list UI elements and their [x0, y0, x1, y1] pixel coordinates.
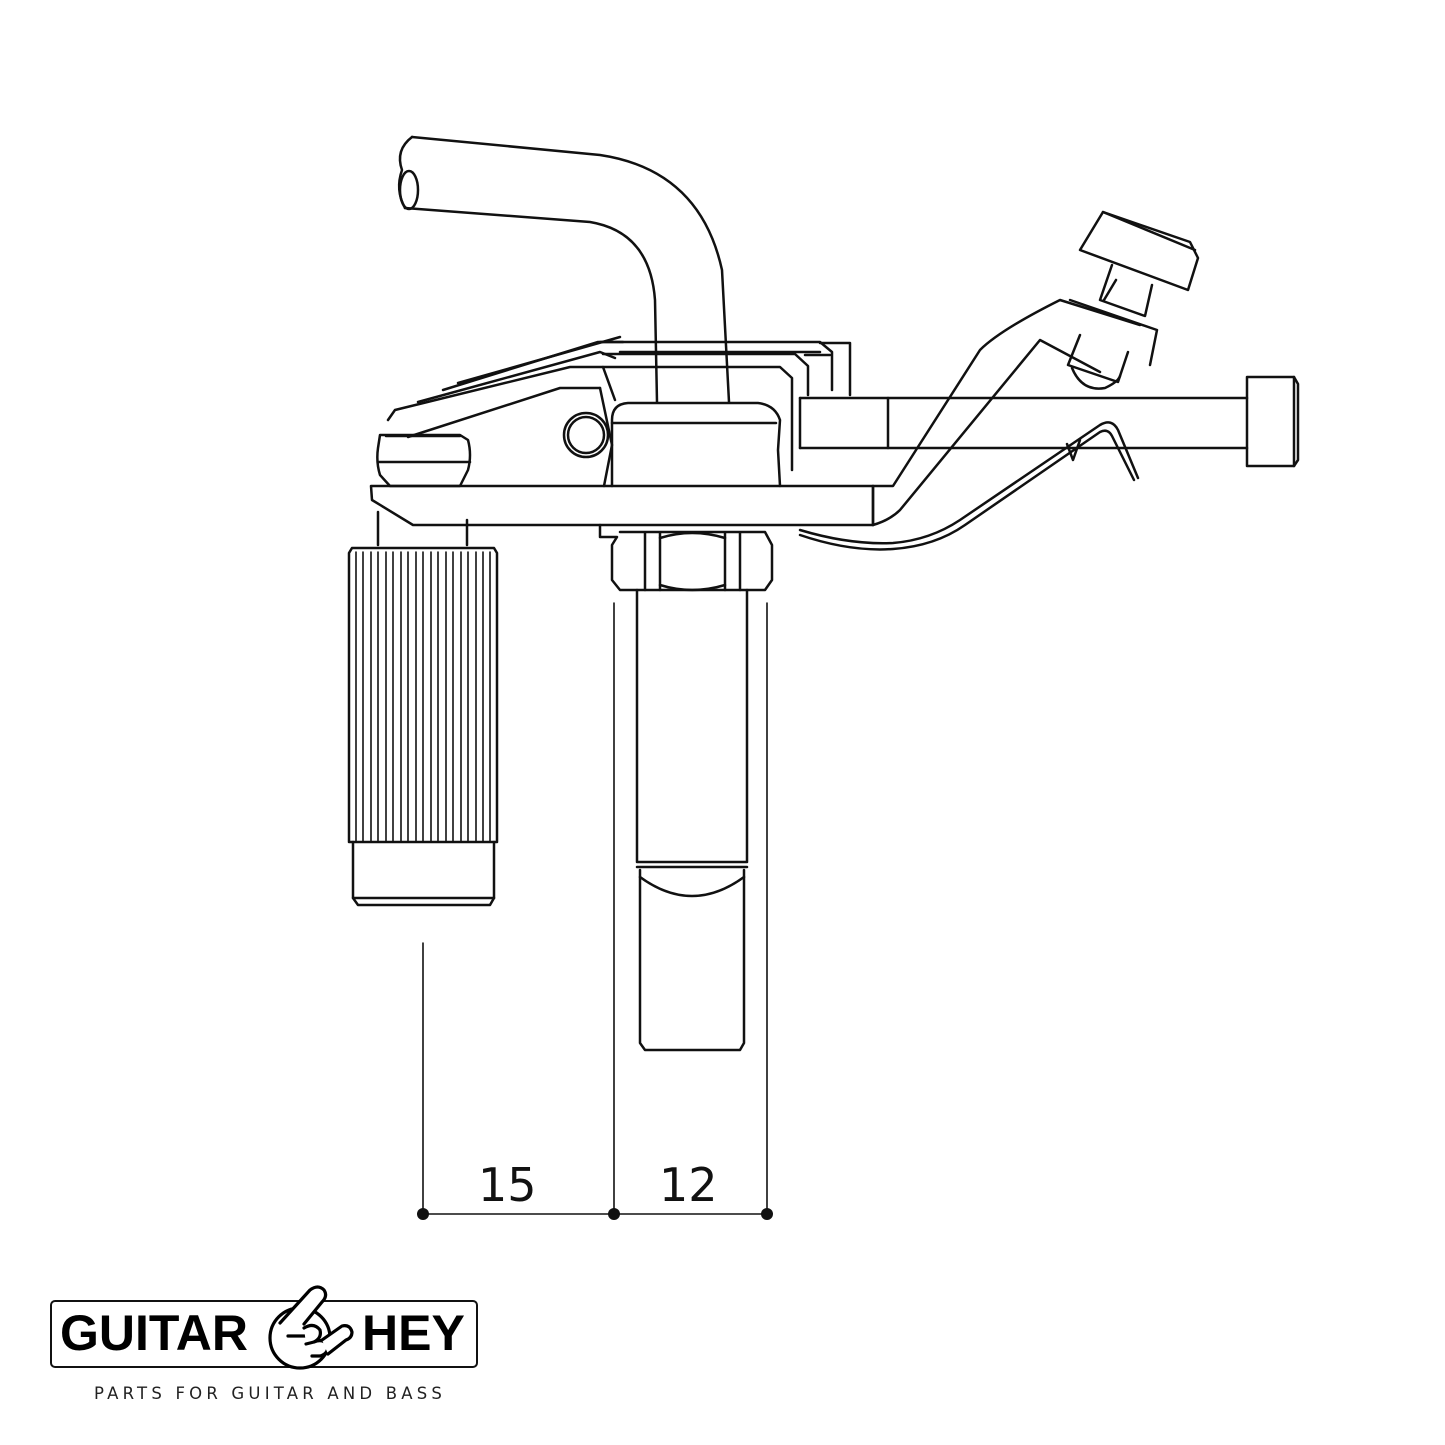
- saddle-plates: [386, 335, 852, 472]
- dimension-endpoints: [417, 1208, 773, 1220]
- rock-hand-icon: [268, 1285, 354, 1370]
- knurled-thumbwheel: [347, 510, 499, 907]
- hex-nut: [598, 523, 774, 592]
- adjustment-thumbscrew: [1066, 210, 1200, 390]
- dimension-lines: [422, 602, 768, 1215]
- dimension-label-thumbwheel: 15: [478, 1158, 537, 1212]
- dimension-label-stud: 12: [659, 1158, 718, 1212]
- brand-logo-word-left: GUITAR: [60, 1305, 248, 1361]
- tremolo-rod: [798, 375, 1300, 468]
- arm-clamp-block: [598, 386, 782, 488]
- base-plate: [369, 298, 1142, 527]
- saddle-nose: [376, 433, 472, 488]
- tremolo-arm: [397, 135, 731, 404]
- pivot-pin: [562, 411, 610, 459]
- return-spring: [798, 421, 1140, 551]
- brand-logo-frame: [50, 1300, 478, 1368]
- threaded-stud: [635, 588, 749, 1052]
- brand-tagline: PARTS FOR GUITAR AND BASS: [94, 1384, 447, 1403]
- brand-logo-word-right: HEY: [362, 1305, 465, 1361]
